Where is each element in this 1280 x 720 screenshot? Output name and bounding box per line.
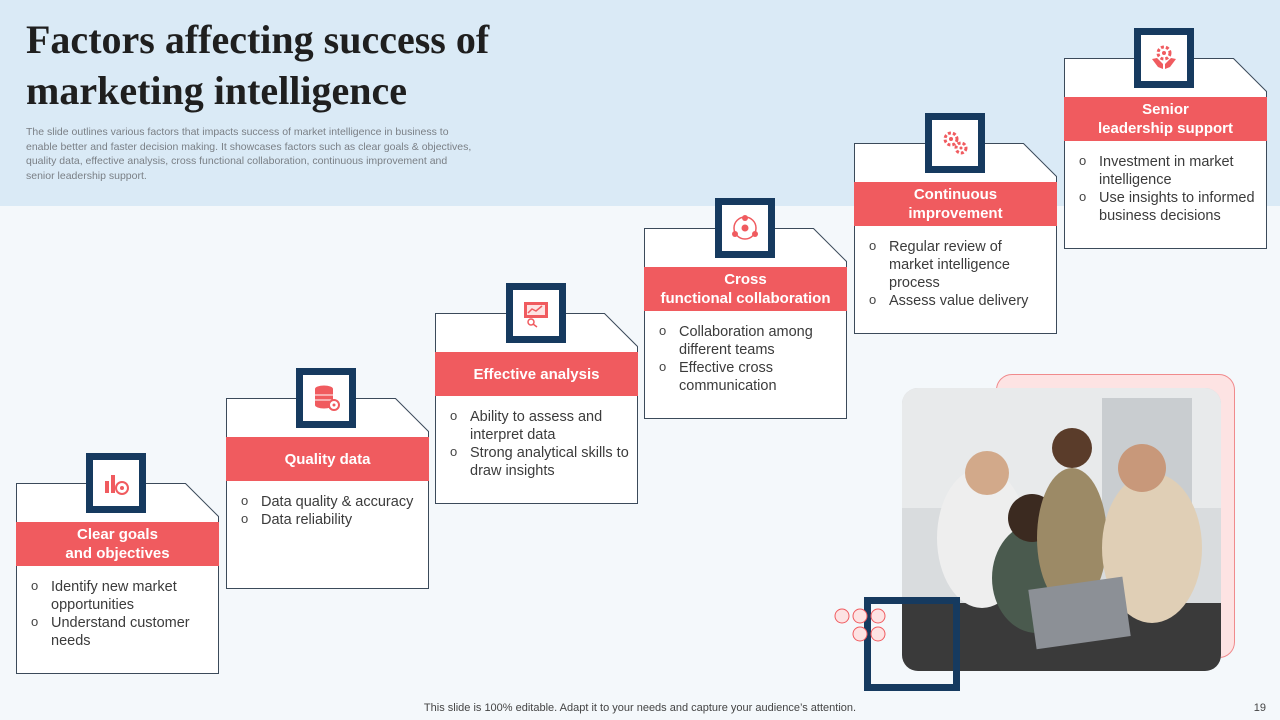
- card-corner-line: [185, 483, 219, 517]
- bullet-item: Regular review of market intelligence pr…: [869, 237, 1050, 292]
- bullet-item: Ability to assess and interpret data: [450, 407, 631, 444]
- factor-card-quality-data: Quality data Data quality & accuracy Dat…: [226, 398, 429, 589]
- factor-card-effective-analysis: Effective analysis Ability to assess and…: [435, 313, 638, 504]
- card-corner-line: [1233, 58, 1267, 92]
- bullet-item: Strong analytical skills to draw insight…: [450, 443, 631, 480]
- decorative-circles: [834, 608, 886, 642]
- card-title: Clear goals and objectives: [16, 522, 219, 566]
- presentation-analysis-icon-box: [506, 283, 566, 343]
- card-title: Quality data: [226, 437, 429, 481]
- card-title: Effective analysis: [435, 352, 638, 396]
- database-gear-icon: [315, 385, 340, 411]
- bullet-item: Use insights to informed business decisi…: [1079, 188, 1260, 225]
- factor-card-cross-functional: Cross functional collaboration Collabora…: [644, 228, 847, 419]
- bullet-item: Identify new market opportunities: [31, 577, 212, 614]
- slide-subtitle: The slide outlines various factors that …: [26, 126, 472, 182]
- hands-gear-icon-box: [1134, 28, 1194, 88]
- card-corner-line: [813, 228, 847, 262]
- card-corner-line: [604, 313, 638, 347]
- bullet-item: Assess value delivery: [869, 291, 1050, 310]
- card-bullet-list: Data quality & accuracy Data reliability: [241, 492, 422, 529]
- bullet-item: Understand customer needs: [31, 613, 212, 650]
- bullet-item: Investment in market intelligence: [1079, 152, 1260, 189]
- card-corner-line: [1023, 143, 1057, 177]
- card-title: Cross functional collaboration: [644, 267, 847, 311]
- card-corner-line: [395, 398, 429, 432]
- team-collaboration-icon: [732, 215, 758, 240]
- presentation-analysis-icon: [524, 302, 548, 328]
- database-gear-icon-box: [296, 368, 356, 428]
- card-title: Continuous improvement: [854, 182, 1057, 226]
- hands-gear-icon: [1152, 45, 1176, 69]
- factor-card-senior-leadership: Senior leadership support Investment in …: [1064, 58, 1267, 249]
- target-chart-icon-box: [86, 453, 146, 513]
- bullet-item: Data quality & accuracy: [241, 492, 422, 511]
- card-bullet-list: Investment in market intelligence Use in…: [1079, 152, 1260, 225]
- gears-icon: [943, 131, 968, 155]
- bullet-item: Effective cross communication: [659, 358, 840, 395]
- gears-icon-box: [925, 113, 985, 173]
- factor-card-continuous-improvement: Continuous improvement Regular review of…: [854, 143, 1057, 334]
- slide-title: Factors affecting success of marketing i…: [26, 17, 490, 113]
- target-chart-icon: [105, 475, 129, 495]
- decorative-frame: [864, 597, 960, 691]
- card-bullet-list: Ability to assess and interpret data Str…: [450, 407, 631, 480]
- bullet-item: Collaboration among different teams: [659, 322, 840, 359]
- card-bullet-list: Collaboration among different teams Effe…: [659, 322, 840, 395]
- factor-card-clear-goals: Clear goals and objectives Identify new …: [16, 483, 219, 674]
- bullet-item: Data reliability: [241, 510, 422, 529]
- card-title: Senior leadership support: [1064, 97, 1267, 141]
- team-collaboration-icon-box: [715, 198, 775, 258]
- page-number: 19: [1253, 702, 1266, 714]
- card-bullet-list: Identify new market opportunities Unders…: [31, 577, 212, 650]
- card-bullet-list: Regular review of market intelligence pr…: [869, 237, 1050, 310]
- footer-note: This slide is 100% editable. Adapt it to…: [423, 702, 857, 714]
